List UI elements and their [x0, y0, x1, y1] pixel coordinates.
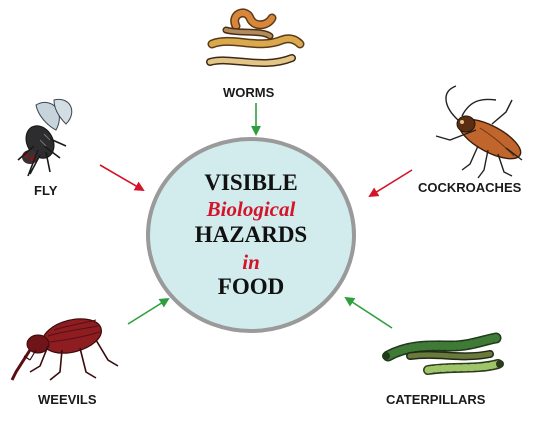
weevil-icon	[12, 313, 118, 380]
label-weevils: WEEVILS	[38, 392, 97, 407]
fly-icon	[18, 99, 72, 176]
center-title-in: in	[150, 250, 352, 275]
cockroach-icon	[436, 86, 526, 178]
worms-icon	[210, 13, 300, 63]
arrow-caterpillars	[346, 298, 392, 328]
caterpillars-icon	[382, 338, 504, 370]
arrow-fly	[100, 165, 143, 190]
arrow-cockroaches	[370, 170, 412, 196]
label-worms: WORMS	[223, 85, 274, 100]
arrow-weevils	[128, 299, 168, 324]
label-fly: FLY	[34, 183, 57, 198]
label-caterpillars: CATERPILLARS	[386, 392, 485, 407]
center-title-food: FOOD	[150, 274, 352, 300]
label-cockroaches: COCKROACHES	[418, 180, 521, 195]
center-title-biological: Biological	[150, 197, 352, 222]
center-title-hazards: HAZARDS	[150, 222, 352, 248]
center-title-visible: VISIBLE	[150, 170, 352, 196]
